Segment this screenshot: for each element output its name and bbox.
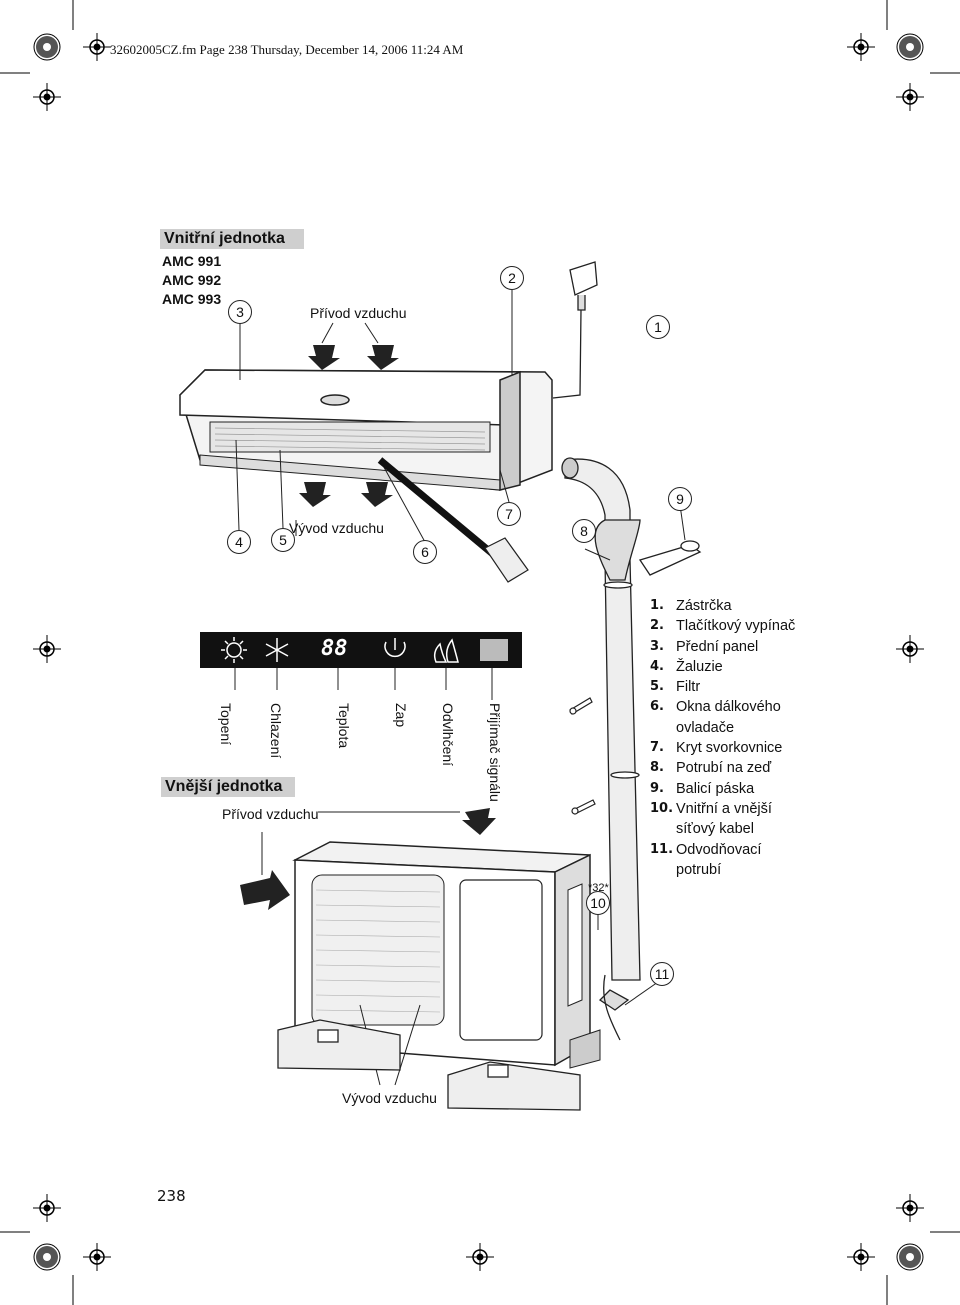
- legend-item: 5.Filtr: [650, 679, 701, 696]
- outdoor-air-out-label: Vývod vzduchu: [342, 1090, 437, 1106]
- print-header: 32602005CZ.fm Page 238 Thursday, Decembe…: [110, 42, 464, 57]
- panel-display: 88: [321, 636, 348, 661]
- callout-4: 4: [227, 530, 251, 554]
- legend-item: 6.Okna dálkového ovladače: [650, 699, 781, 736]
- callout-2: 2: [500, 266, 524, 290]
- legend-item: 3.Přední panel: [650, 638, 759, 655]
- outdoor-unit-drawing: [292, 841, 601, 1069]
- legend-item: 11.Odvodňovací potrubí: [650, 841, 762, 878]
- label-teplota: Teplota: [336, 703, 352, 749]
- indoor-air-in-label: Přívod vzduchu: [310, 305, 407, 321]
- label-topeni: Topení: [218, 703, 234, 746]
- outdoor-air-in-label: Přívod vzduchu: [222, 806, 319, 822]
- label-zap: Zap: [393, 703, 409, 728]
- callout-5: 5: [271, 528, 295, 552]
- label-chlazeni: Chlazení: [268, 703, 284, 759]
- legend-item: 4.Žaluzie: [650, 658, 723, 675]
- legend-item: 9.Balicí páska: [650, 780, 755, 797]
- control-panel: [200, 632, 522, 668]
- callout-8: 8: [572, 519, 596, 543]
- legend-item: 2.Tlačítkový vypínač: [650, 618, 796, 635]
- callout-3: 3: [228, 300, 252, 324]
- callout-7: 7: [497, 502, 521, 526]
- model-list: AMC 991 AMC 992 AMC 993: [162, 252, 221, 309]
- model-item: AMC 992: [162, 272, 222, 288]
- callout-9: 9: [668, 487, 692, 511]
- outdoor-unit-title: Vnější jednotka: [161, 777, 295, 797]
- legend-item: 7.Kryt svorkovnice: [650, 740, 783, 757]
- air-arrows: [299, 345, 399, 507]
- model-item: AMC 993: [162, 291, 222, 307]
- parts-legend: 1.Zástrčka 2.Tlačítkový vypínač 3.Přední…: [650, 596, 806, 880]
- legend-item: 10.Vnitřní a vnější síťový kabel: [650, 800, 772, 838]
- callout-6: 6: [413, 540, 437, 564]
- pipe-bundle: [561, 457, 702, 1041]
- indoor-unit-drawing: [179, 369, 553, 491]
- callout-1: 1: [646, 315, 670, 339]
- legend-item: 1.Zástrčka: [650, 598, 732, 614]
- cable-mark: *32*: [588, 882, 609, 894]
- indoor-unit-title: Vnitřní jednotka: [160, 229, 304, 249]
- legend-item: 8.Potrubí na zeď: [650, 760, 772, 777]
- indoor-air-out-label: Vývod vzduchu: [289, 520, 384, 536]
- label-odvlhceni: Odvlhčení: [440, 703, 456, 767]
- callout-11: 11: [650, 962, 674, 986]
- model-item: AMC 991: [162, 253, 222, 269]
- label-prijimac-signalu: Přijímač signálu: [487, 703, 503, 802]
- callout-10: 10: [586, 891, 610, 915]
- page-number: 238: [157, 1187, 186, 1205]
